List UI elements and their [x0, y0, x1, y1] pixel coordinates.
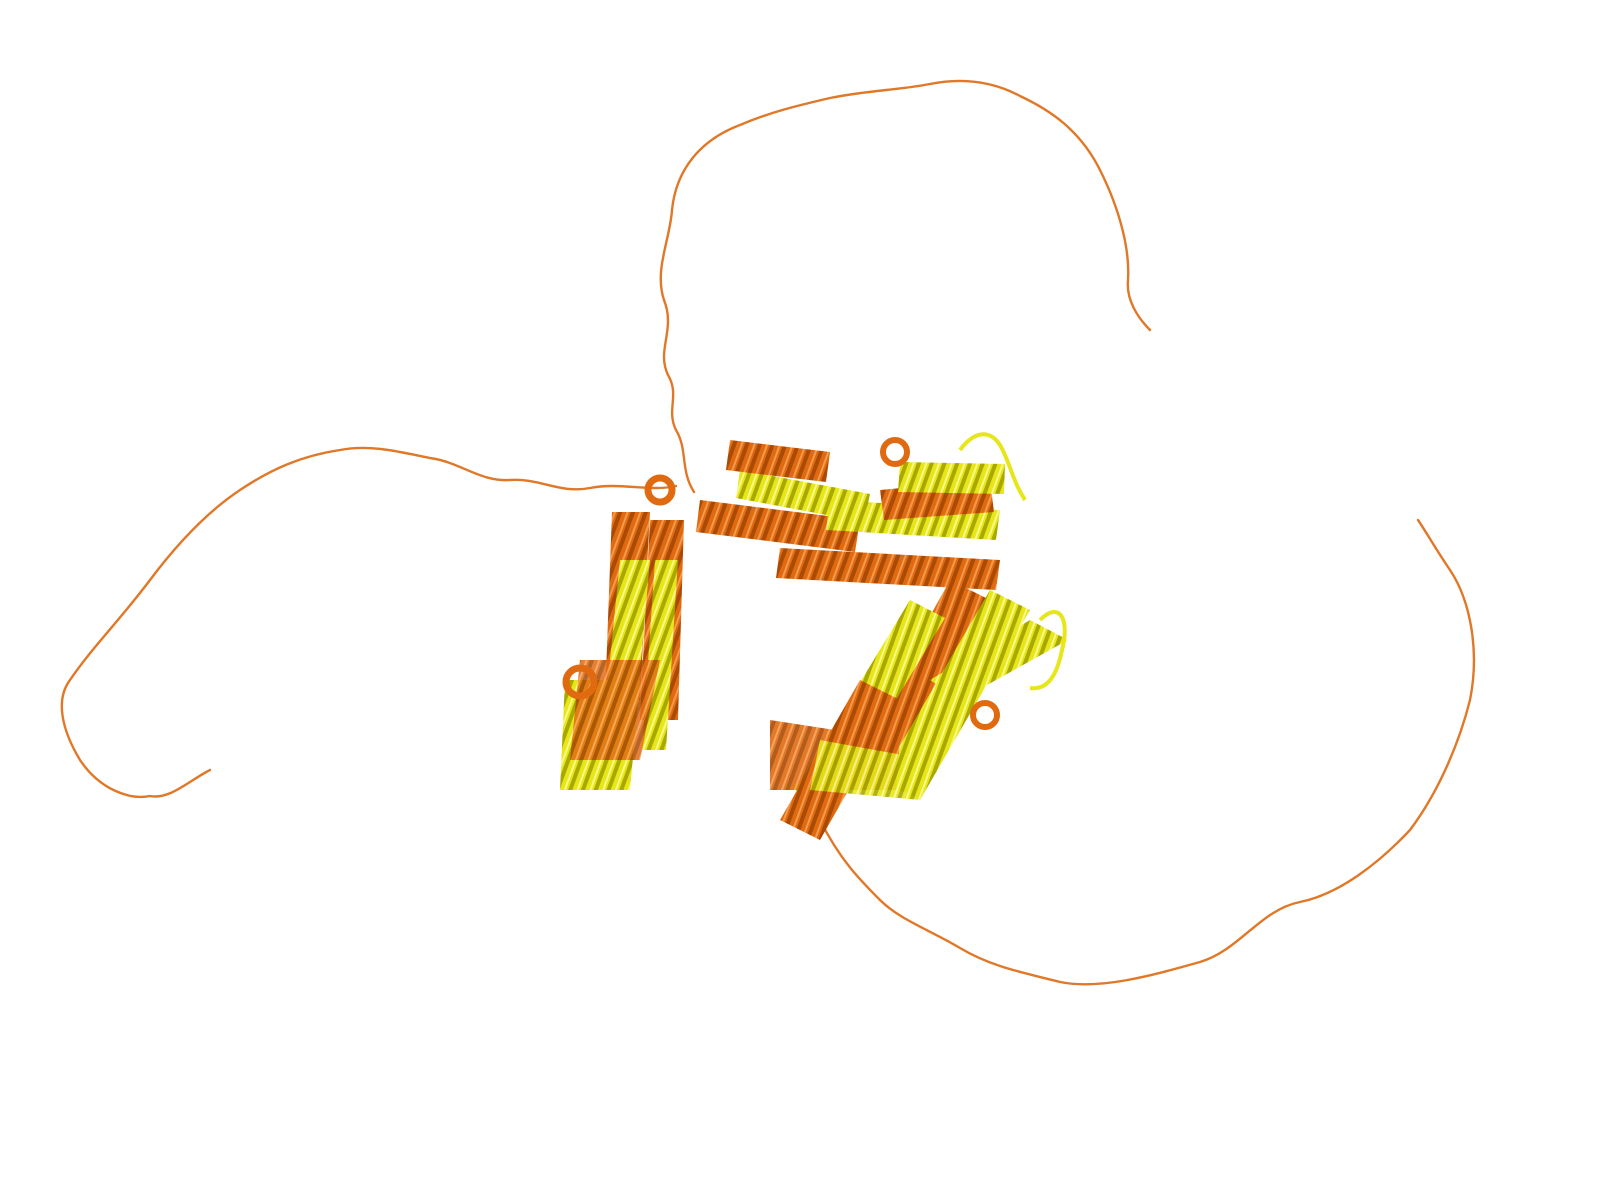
helix-turn [644, 474, 676, 506]
loop-top [659, 79, 1152, 494]
helix [726, 440, 830, 482]
helix-bundle-top [696, 432, 1027, 590]
loop [958, 432, 1027, 502]
loop-left [60, 446, 678, 798]
helix-turn [880, 437, 910, 467]
helix-bundle-right [770, 580, 1068, 840]
loop-right [818, 518, 1476, 986]
helix [930, 620, 1068, 700]
helix [776, 548, 1000, 590]
helix-bundle-left [560, 474, 684, 790]
helix [898, 462, 1005, 494]
helix [696, 500, 860, 552]
helix-turn [562, 664, 598, 700]
loop-tails [60, 79, 1476, 986]
helix-turn [970, 700, 1000, 730]
helix [810, 740, 930, 800]
loop [1029, 610, 1067, 691]
